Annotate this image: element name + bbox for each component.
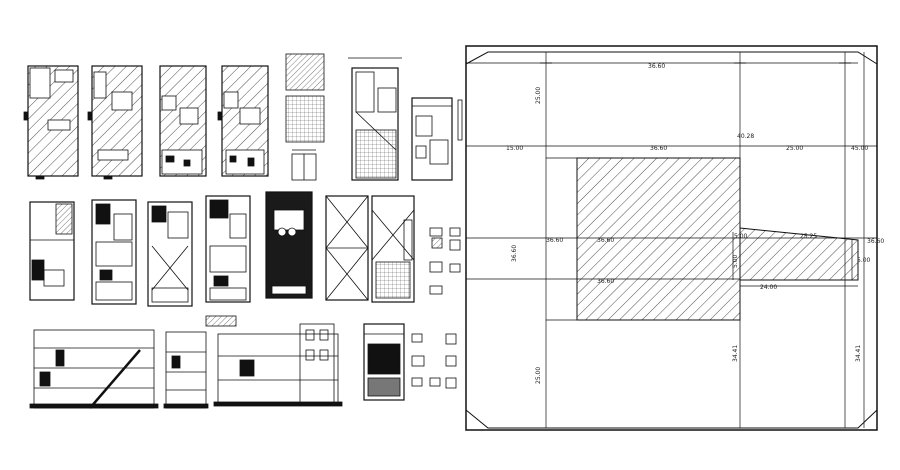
floor-plan-thumbnail-3	[159, 65, 207, 177]
structural-plan-thumbnail-3	[371, 195, 415, 303]
dim-right-lower: 34.41	[855, 345, 862, 362]
dim-far-right-mid: 36.60	[867, 238, 884, 245]
dim-right-upper-strip: 25.00	[786, 145, 803, 152]
dim-top-overall: 36.60	[648, 63, 665, 70]
roof-plan-thumbnail	[265, 191, 313, 299]
dim-block-center: 36.60	[597, 237, 614, 244]
access-wedge	[739, 227, 859, 281]
dim-wedge-top: 25.25	[800, 233, 817, 240]
dim-small-a: 5.00	[734, 233, 748, 240]
floor-plan-thumbnail-4	[217, 65, 269, 177]
furnished-plan-thumbnail-2	[91, 199, 137, 305]
floor-plan-thumbnail-2	[87, 65, 143, 180]
building-footprint	[576, 157, 741, 321]
dim-small-b: 5.00	[732, 254, 739, 268]
structural-plan-thumbnail-1	[348, 57, 402, 181]
dim-center-lower: 34.41	[732, 345, 739, 362]
detail-symbols-column-2	[449, 227, 461, 273]
dim-block-lower: 36.60	[597, 278, 614, 285]
site-plan-border	[465, 45, 878, 431]
facade-detail-thumbnail	[285, 53, 325, 181]
structural-frame-thumbnail	[325, 195, 369, 301]
furnished-plan-thumbnail-4	[205, 195, 251, 303]
dim-upper-right-center: 40.28	[737, 133, 754, 140]
dim-wedge-bottom: 24.00	[760, 284, 777, 291]
site-plan: 36.60 25.00 15.00 36.60 40.28 25.00 45.0…	[465, 45, 884, 431]
drawing-thumbnails-group	[23, 53, 463, 409]
building-section-thumbnail-2	[163, 331, 209, 409]
furnished-plan-thumbnail-3	[147, 201, 193, 307]
structural-plan-thumbnail-2	[411, 97, 463, 181]
dim-left-lower: 25.00	[535, 367, 542, 384]
dim-left-overall: 36.60	[511, 245, 518, 262]
dim-left-upper: 25.00	[535, 87, 542, 104]
dim-far-right-upper: 45.00	[851, 145, 868, 152]
dim-wedge-right: 5.00	[857, 257, 871, 264]
building-section-thumbnail-1	[29, 329, 159, 409]
furnished-plan-thumbnail-1	[29, 201, 75, 301]
dim-mid-block-top: 36.60	[650, 145, 667, 152]
detail-symbols-column-3	[411, 333, 457, 389]
dim-left-upper-strip: 15.00	[506, 145, 523, 152]
detail-symbols-column-1	[429, 227, 443, 295]
building-elevation-thumbnail-2	[363, 323, 405, 401]
dim-block-left: 36.60	[546, 237, 563, 244]
building-elevation-thumbnail-1	[205, 315, 343, 407]
floor-plan-thumbnail-1	[23, 65, 79, 180]
